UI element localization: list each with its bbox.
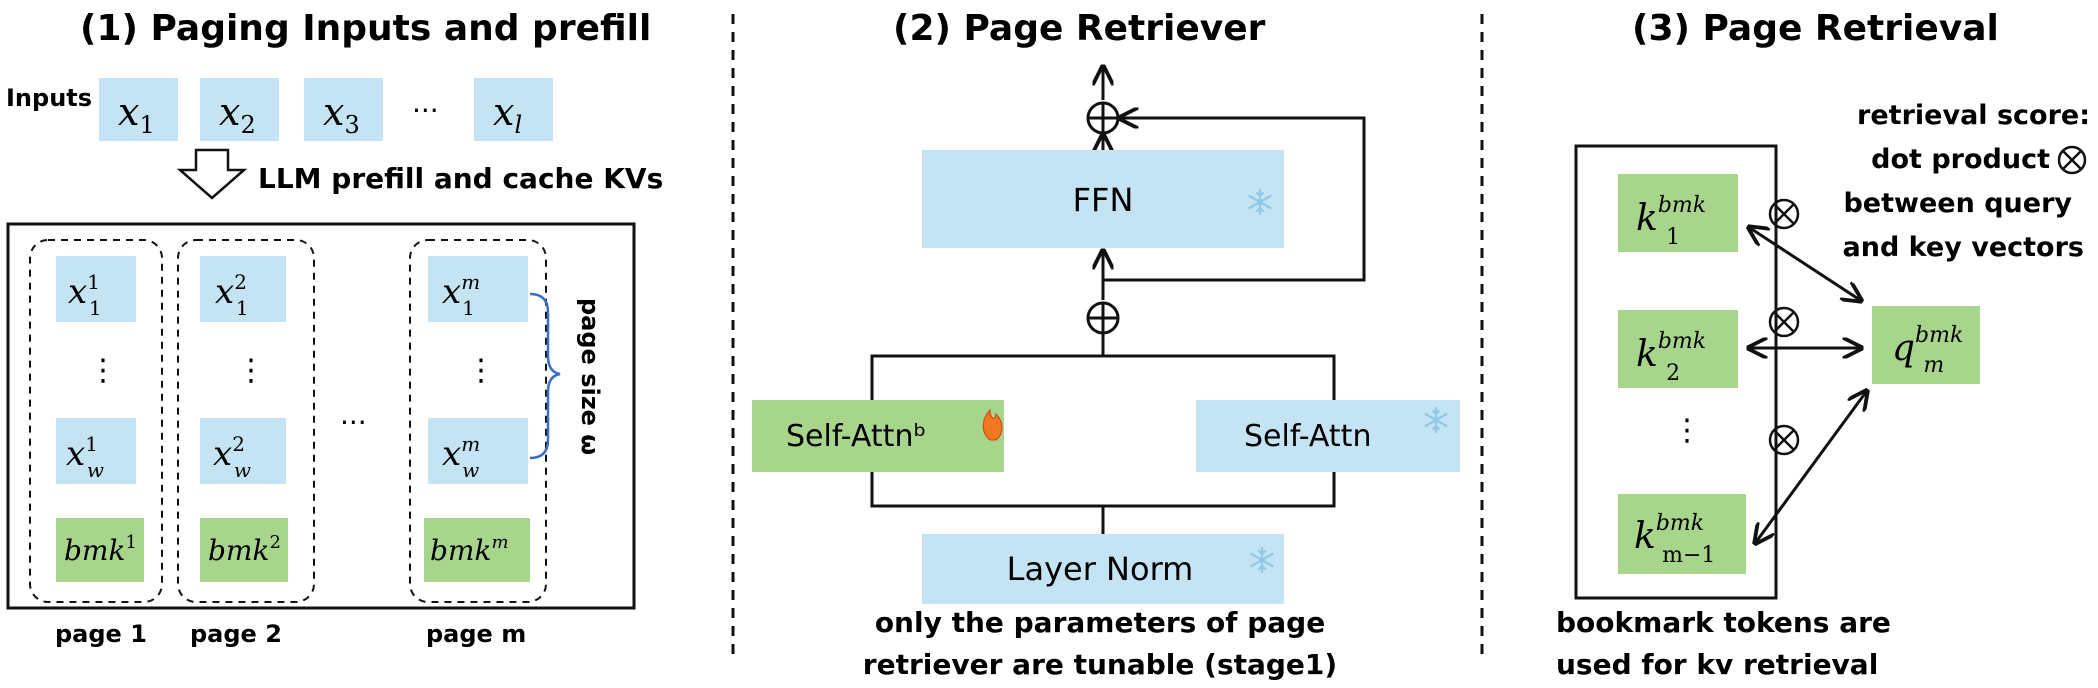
bookmark-caption-line2: used for kv retrieval: [1556, 648, 1878, 681]
score-arrow-3: [1756, 392, 1866, 542]
svg-text:⋮: ⋮: [466, 353, 496, 388]
page-label-m: page m: [426, 620, 526, 648]
layer-norm-block: Layer Norm: [922, 534, 1284, 604]
page-size-label: page size ω: [576, 298, 604, 455]
svg-text:⋮: ⋮: [236, 353, 266, 388]
retriever-caption-line1: only the parameters of page: [875, 606, 1325, 639]
keys-vdots: ⋮: [1672, 413, 1702, 448]
input-token-l: xl: [474, 78, 553, 141]
svg-text:Self-Attn: Self-Attn: [1244, 419, 1371, 454]
panel-page-retrieval: (3) Page Retrieval retrieval score: dot …: [1556, 8, 2090, 681]
bookmark-caption-line1: bookmark tokens are: [1556, 606, 1891, 639]
page-label-2: page 2: [190, 620, 282, 648]
panel-paging-inputs: (1) Paging Inputs and prefill Inputs x1 …: [6, 8, 663, 648]
svg-text:xl: xl: [493, 90, 522, 139]
prefill-label: LLM prefill and cache KVs: [258, 162, 663, 195]
prefill-arrow-icon: [176, 148, 248, 200]
svg-text:bmk2: bmk2: [208, 532, 281, 567]
ffn-block: FFN: [922, 150, 1284, 248]
self-attn-block: Self-Attn: [1196, 400, 1460, 472]
score-arrow-1: [1750, 228, 1860, 300]
cache-container: [6, 222, 636, 610]
retriever-caption-line2: retriever are tunable (stage1): [863, 648, 1337, 681]
svg-text:x2w: x2w: [213, 432, 251, 482]
bookmark-container: [1574, 144, 1778, 600]
panel-page-retriever: (2) Page Retriever FFN Self-Attnᵇ: [752, 8, 1460, 681]
score-line1: retrieval score:: [1857, 100, 2090, 131]
panel2-title: (2) Page Retriever: [893, 8, 1266, 49]
svg-text:Self-Attnᵇ: Self-Attnᵇ: [786, 419, 926, 454]
svg-text:Layer Norm: Layer Norm: [1007, 550, 1194, 588]
page-label-1: page 1: [55, 620, 147, 648]
dot-product-icon: [2057, 145, 2087, 175]
input-ellipsis: ···: [412, 94, 439, 127]
panel1-title: (1) Paging Inputs and prefill: [80, 8, 651, 49]
inputs-label: Inputs: [6, 84, 92, 112]
svg-text:x1: x1: [118, 90, 155, 139]
score-line4: and key vectors: [1843, 232, 2084, 263]
fire-icon: [982, 408, 1003, 441]
panel3-title: (3) Page Retrieval: [1632, 8, 1999, 49]
svg-text:FFN: FFN: [1073, 181, 1134, 219]
score-line2: dot product: [1871, 144, 2050, 175]
svg-text:bmk1: bmk1: [64, 532, 137, 567]
svg-text:x2: x2: [219, 90, 256, 139]
svg-text:⋮: ⋮: [88, 353, 118, 388]
input-token-2: x2: [200, 78, 279, 141]
otimes-icon: [1768, 198, 1800, 456]
svg-text:x3: x3: [323, 90, 360, 139]
page-size-bracket: [529, 292, 561, 460]
svg-text:bmkm: bmkm: [430, 532, 509, 567]
between-pages-ellipsis: ···: [340, 406, 367, 439]
input-token-1: x1: [99, 78, 178, 141]
score-line3: between query: [1843, 188, 2072, 219]
input-token-3: x3: [304, 78, 383, 141]
self-attn-bookmark-block: Self-Attnᵇ: [752, 400, 1004, 472]
